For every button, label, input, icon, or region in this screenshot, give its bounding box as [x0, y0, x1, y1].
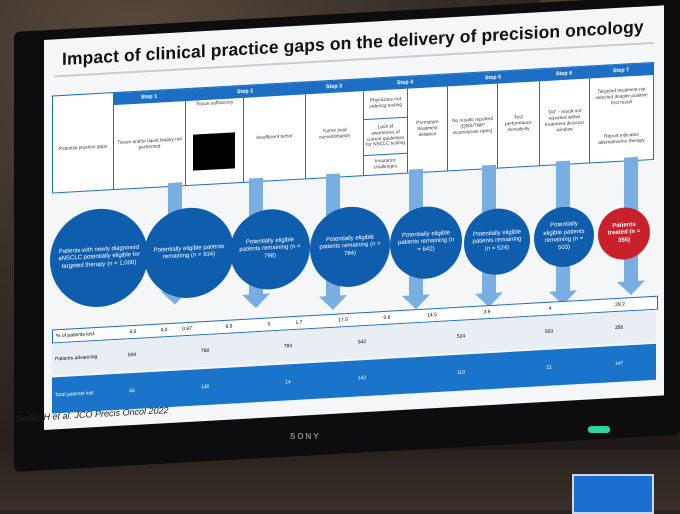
gap-cell: Test performance /sensitivity [497, 81, 539, 168]
row-label: Patients advancing [55, 354, 98, 363]
table-cell: 0.97 [182, 325, 192, 333]
funnel-circle: Potentially eligible patients remaining … [310, 204, 390, 290]
table-cell: 4.0 [160, 327, 168, 334]
gap-cell: TAT – result not reported within treatme… [539, 78, 589, 166]
funnel-circle: Potentially eligible patients remaining … [464, 206, 530, 277]
gap-cell: Report indicates alternative/no therapy [589, 116, 653, 163]
funnel-circle: Potentially eligible patients remaining … [144, 205, 234, 301]
monitor-logo: SONY [290, 432, 321, 441]
table-cell: 524 [456, 333, 466, 340]
table-cell: 14 [285, 379, 291, 386]
outcomes-table: % of patients lost 6.6 4.0 0.97 9.6 0 1.… [52, 295, 658, 414]
row-label: Total patients lost [55, 390, 94, 399]
gap-cell: Tumor load overestimation [305, 91, 363, 179]
table-cell: 784 [283, 343, 293, 350]
gap-cell: Targeted treatment not selected despite … [589, 74, 653, 121]
patients-treated-circle: Patients treated (n = 356) [598, 206, 650, 262]
table-cell: 503 [544, 328, 554, 335]
funnel-circle: Potentially eligible patients remaining … [230, 207, 310, 292]
row-label: Potential practice gaps [58, 144, 108, 153]
monitor-screen: Impact of clinical practice gaps on the … [16, 5, 664, 431]
gap-cell: No results reported (QNS/TNP/ inconclusi… [447, 83, 497, 171]
gap-cell: Physicians not ordering testing [363, 88, 407, 120]
table-cell: 356 [614, 324, 624, 332]
table-cell: 136 [200, 383, 210, 391]
redacted-box [193, 132, 235, 171]
status-light [588, 426, 610, 433]
table-cell: 642 [357, 338, 367, 346]
table-cell: 0 [267, 321, 271, 328]
table-cell: 21 [546, 364, 552, 371]
table-cell: 798 [200, 347, 210, 355]
gap-cell: Lack of awareness of current guidelines … [363, 116, 407, 156]
gap-cell: Premature treatment initiation [407, 86, 447, 173]
table-cell: 934 [127, 351, 137, 359]
table-cell: 147 [614, 360, 624, 368]
funnel-circle: Potentially eligible patients remaining … [534, 205, 594, 269]
table-cell: 66 [129, 387, 135, 395]
gap-cell: Tissue and/or liquid biopsy not performe… [113, 101, 185, 190]
gap-cell: Insurance challenges [363, 152, 407, 176]
table-cell: 118 [457, 369, 465, 376]
funnel-circle: Patients with newly diagnosed aNSCLC pot… [50, 206, 148, 310]
table-cell: 1.7 [295, 319, 303, 326]
table-cell: 142 [357, 374, 367, 382]
gap-cell: Insufficient tumor [243, 94, 305, 182]
table-cell: 6.6 [129, 328, 137, 336]
background-device [572, 474, 654, 514]
funnel-circle: Potentially eligible patients remaining … [390, 204, 462, 281]
table-cell: 0.6 [383, 314, 391, 322]
